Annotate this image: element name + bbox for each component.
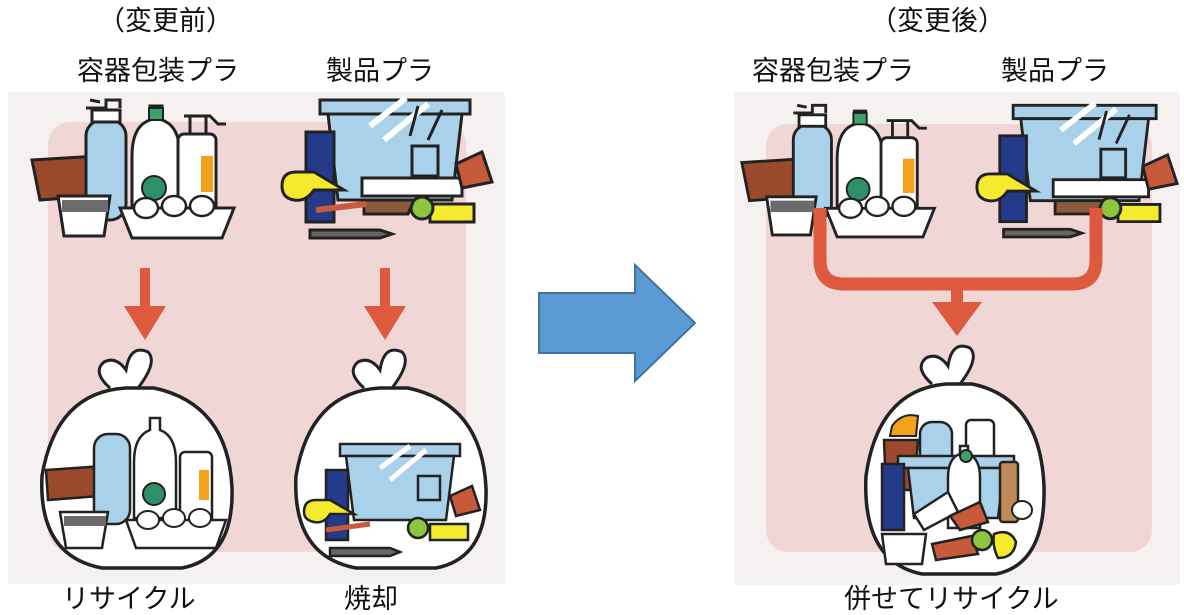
after-heading: （変更後）	[870, 6, 1005, 37]
before-product-plastic-label: 製品プラ	[326, 56, 434, 87]
before-right-down-arrow	[364, 268, 406, 340]
after-product-plastic-items-icon	[975, 101, 1180, 239]
container-packaging-items-icon	[30, 98, 237, 240]
transition-arrow	[538, 262, 697, 384]
product-plastic-items-icon	[280, 95, 494, 240]
before-heading: （変更前）	[98, 6, 233, 37]
merge-arrow	[813, 208, 1103, 336]
after-product-plastic-label: 製品プラ	[1001, 56, 1109, 87]
recycle-bag-icon	[40, 348, 234, 570]
before-incinerate-label: 焼却	[344, 584, 398, 615]
before-recycle-label: リサイクル	[62, 584, 196, 615]
incineration-bag-icon	[294, 348, 488, 570]
before-left-down-arrow	[124, 268, 166, 340]
after-combined-recycle-label: 併せてリサイクル	[844, 584, 1059, 615]
after-container-packaging-items-icon	[740, 103, 937, 239]
combined-recycle-bag-icon	[864, 344, 1046, 576]
after-container-packaging-label: 容器包装プラ	[752, 56, 914, 87]
before-container-packaging-label: 容器包装プラ	[77, 56, 239, 87]
